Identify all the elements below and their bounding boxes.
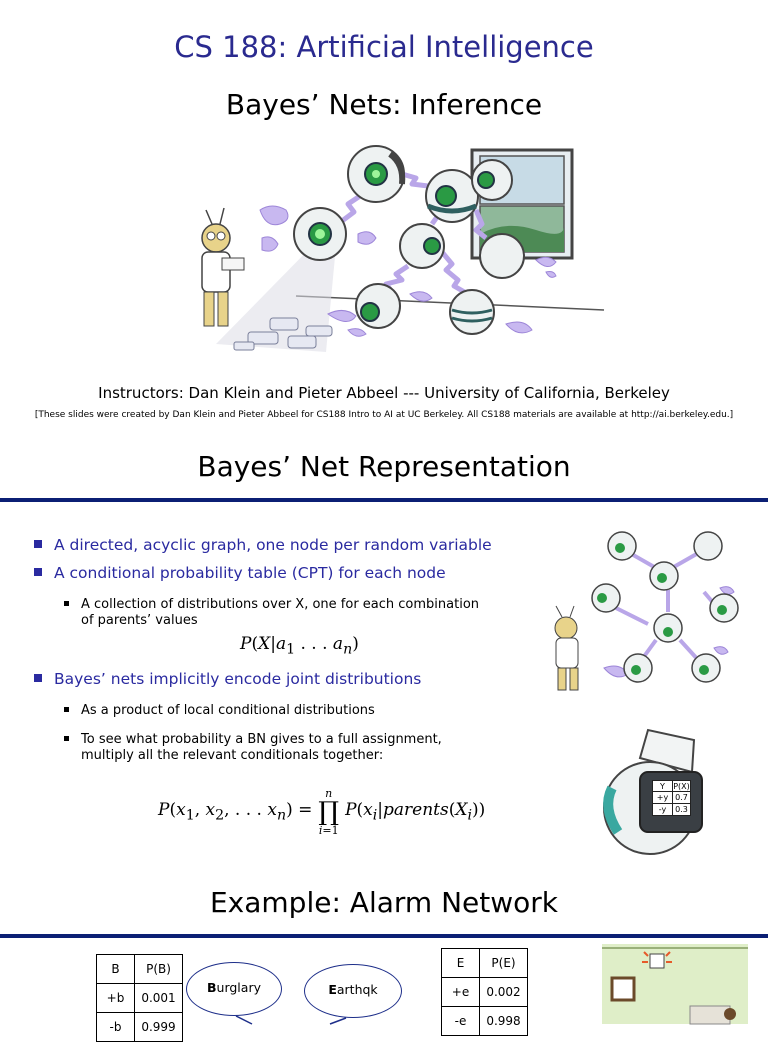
node-burglary: Burglary bbox=[186, 962, 282, 1016]
bullet-marker bbox=[34, 540, 42, 548]
node-burglary-label: urglary bbox=[216, 980, 261, 995]
sub-bullet-marker bbox=[64, 736, 69, 741]
joint-formula: P(x1, x2, . . . xn) = n ∏ i=1 P(xi|paren… bbox=[158, 787, 486, 837]
cpt-formula: P(X|a1 . . . an) bbox=[240, 634, 359, 658]
alarm-scene-illustration bbox=[602, 944, 748, 1025]
sub-bullet-marker bbox=[64, 707, 69, 712]
title-divider bbox=[0, 934, 768, 938]
bullet-1: A directed, acyclic graph, one node per … bbox=[34, 536, 492, 554]
bullet-marker bbox=[34, 674, 42, 682]
sub-bullet-2: As a product of local conditional distri… bbox=[64, 703, 484, 719]
sub-bullet-1: A collection of distributions over X, on… bbox=[64, 597, 484, 629]
instructors-line: Instructors: Dan Klein and Pieter Abbeel… bbox=[98, 384, 670, 402]
scientist-icon bbox=[201, 207, 245, 327]
sub-bullet-3: To see what probability a BN gives to a … bbox=[64, 732, 444, 764]
robot-bayes-net-illustration bbox=[201, 145, 605, 352]
slide-title: Bayes’ Net Representation bbox=[197, 450, 571, 483]
cpt-card-table: Y P(X) +y 0.7 -y 0.3 bbox=[652, 780, 691, 816]
bullet-2: A conditional probability table (CPT) fo… bbox=[34, 564, 446, 582]
node-earthquake-label: arthqk bbox=[336, 982, 378, 997]
bullet-3: Bayes’ nets implicitly encode joint dist… bbox=[34, 670, 421, 688]
title-slide: CS 188: Artificial Intelligence Bayes’ N… bbox=[0, 0, 768, 436]
cpt-robot-card: Y P(X) +y 0.7 -y 0.3 bbox=[598, 728, 710, 855]
bullet-marker bbox=[34, 568, 42, 576]
node-earthquake: Earthqk bbox=[304, 964, 402, 1018]
title-divider bbox=[0, 498, 768, 502]
representation-slide: Bayes’ Net Representation A directed, ac… bbox=[0, 436, 768, 872]
sub-bullet-marker bbox=[64, 601, 69, 606]
network-edges bbox=[235, 1015, 347, 1025]
robot-network-illustration bbox=[554, 531, 739, 691]
robot-ball-icons bbox=[293, 145, 525, 335]
course-title: CS 188: Artificial Intelligence bbox=[174, 30, 594, 64]
slide-title: Example: Alarm Network bbox=[209, 886, 558, 919]
credits-line: [These slides were created by Dan Klein … bbox=[34, 410, 734, 420]
lecture-title: Bayes’ Nets: Inference bbox=[225, 88, 543, 121]
